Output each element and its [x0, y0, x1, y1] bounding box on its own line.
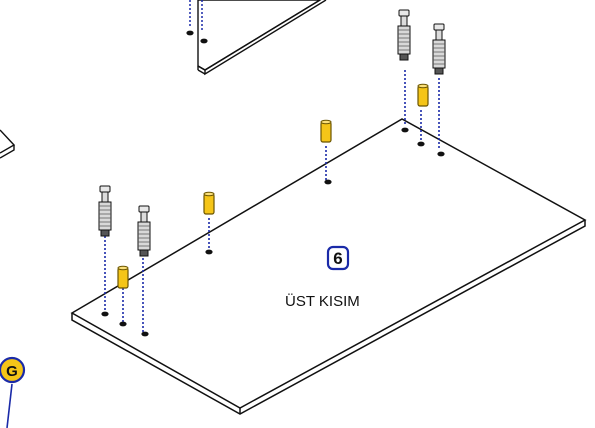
- side-panel-edge: [0, 129, 16, 159]
- callout-letter: G: [6, 363, 18, 380]
- drill-hole-icon: [101, 311, 109, 317]
- cam-bolt-icon: [98, 185, 112, 237]
- drill-hole-icon: [141, 331, 149, 337]
- drill-hole-icon: [324, 179, 332, 185]
- panel-number: 6: [333, 249, 342, 268]
- panel-caption: ÜST KISIM: [285, 292, 360, 310]
- drill-hole-icon: [119, 321, 127, 327]
- cam-bolt-icon: [137, 205, 151, 257]
- drill-hole-icon: [437, 151, 445, 157]
- drill-hole-icon: [417, 141, 425, 147]
- wooden-dowel-icon: [117, 265, 129, 289]
- drill-hole-icon: [401, 127, 409, 133]
- part-callout: G: [0, 356, 26, 428]
- panel-number-badge: 6: [326, 245, 350, 271]
- assembly-guide-lines: [104, 70, 440, 332]
- wooden-dowel-icon: [203, 191, 215, 215]
- upper-panel-corner: [186, 0, 327, 76]
- drill-hole-icon: [205, 249, 213, 255]
- callout-leader-line: [6, 383, 13, 428]
- wooden-dowel-icon: [320, 119, 332, 143]
- cam-bolt-icon: [397, 9, 411, 61]
- cam-bolt-icon: [432, 23, 446, 75]
- wooden-dowel-icon: [417, 83, 429, 107]
